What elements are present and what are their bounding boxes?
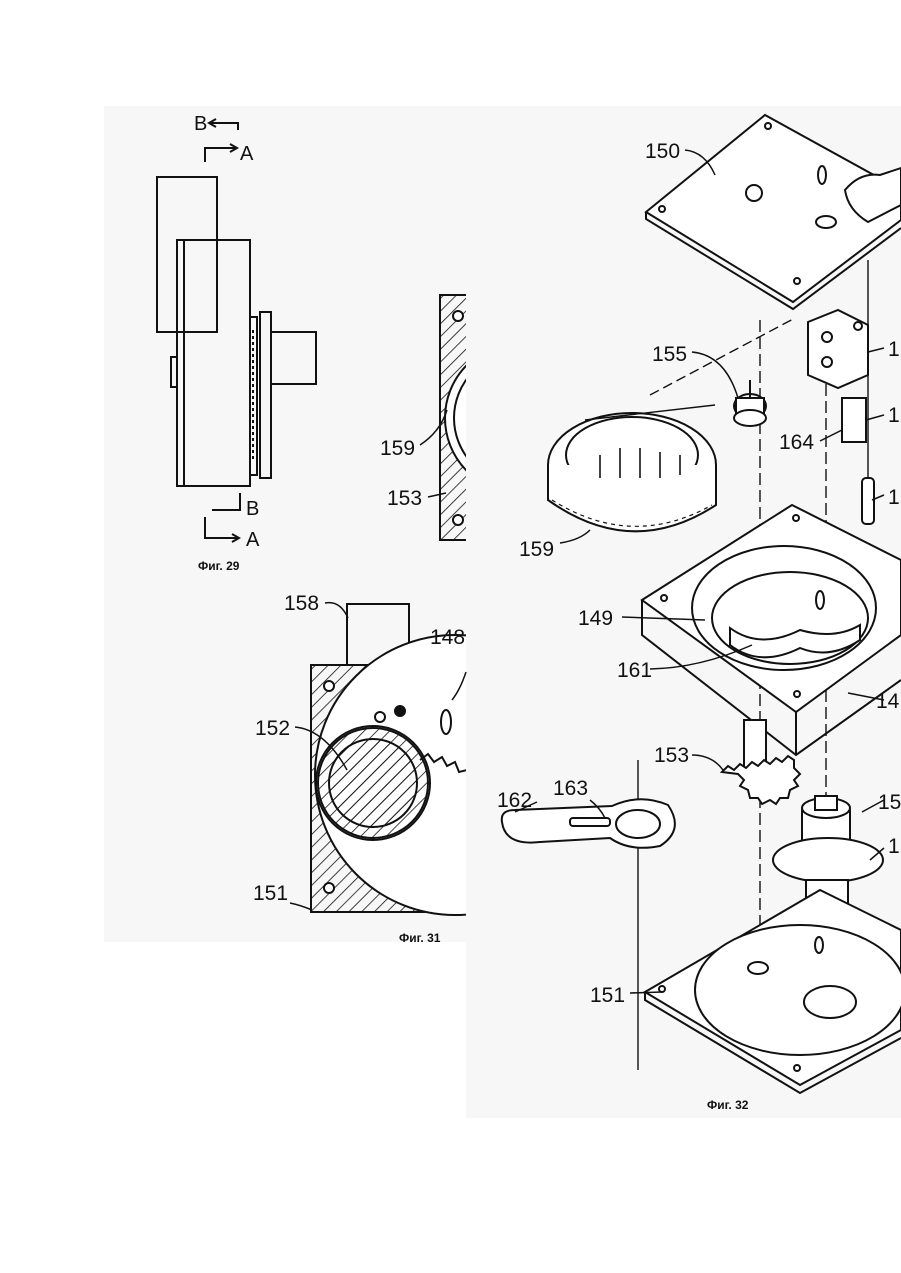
fig32-label-159: 159 <box>519 538 554 561</box>
fig32-label-156-partial: 15 <box>878 791 901 814</box>
fig32-label-side-b-partial: 1 <box>888 486 900 509</box>
section-mark-top-b: B <box>194 113 207 135</box>
fig30-label-153: 153 <box>387 487 422 510</box>
fig31-screw-2 <box>395 706 405 716</box>
fig32-label-164: 164 <box>779 431 814 454</box>
fig32-base-bore <box>695 925 901 1055</box>
section-mark-top-a: A <box>240 143 254 165</box>
fig31-label-152: 152 <box>255 717 290 740</box>
fig32-label-148-partial: 14 <box>876 690 900 713</box>
fig32-gear-157 <box>773 838 883 882</box>
fig32-label-151: 151 <box>590 984 625 1007</box>
fig30-hole-top <box>453 311 463 321</box>
fig32-label-154-partial: 1 <box>888 338 900 361</box>
fig32-label-149: 149 <box>578 607 613 630</box>
fig32-block-164 <box>842 398 866 442</box>
fig32-pin <box>862 478 874 524</box>
fig31-ring-inner <box>329 739 417 827</box>
fig31-label-148: 148 <box>430 626 465 649</box>
fig32-gear-156-nut <box>815 796 837 810</box>
fig31-label-158: 158 <box>284 592 319 615</box>
fig32-label-150: 150 <box>645 140 680 163</box>
fig32-label-161: 161 <box>617 659 652 682</box>
fig32-label-153: 153 <box>654 744 689 767</box>
section-mark-bottom-a: A <box>246 529 260 551</box>
fig32-caption: Фиг. 32 <box>707 1098 749 1112</box>
fig31-caption: Фиг. 31 <box>399 931 441 945</box>
fig32-label-side-a-partial: 1 <box>888 404 900 427</box>
fig30-hole-bottom <box>453 515 463 525</box>
fig32-label-162: 162 <box>497 789 532 812</box>
fig32-label-163: 163 <box>553 777 588 800</box>
fig30-label-159: 159 <box>380 437 415 460</box>
fig31-hole-tl <box>324 681 334 691</box>
fig31-hole-bl <box>324 883 334 893</box>
fig29-caption: Фиг. 29 <box>198 559 240 573</box>
section-mark-bottom-b: B <box>246 498 259 520</box>
fig32-label-155: 155 <box>652 343 687 366</box>
fig32-label-157-partial: 1 <box>888 835 900 858</box>
fig31-label-151: 151 <box>253 882 288 905</box>
